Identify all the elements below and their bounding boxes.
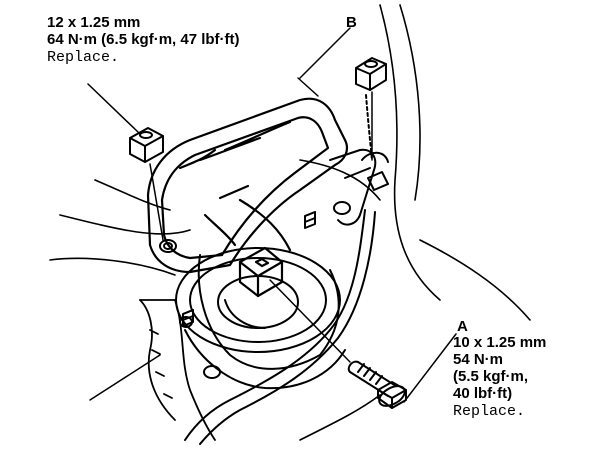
mount-nut-top-left bbox=[129, 127, 164, 163]
nut-size-label: 12 x 1.25 mm bbox=[47, 14, 141, 31]
bolt-a-torque-kgf: (5.5 kgf·m, bbox=[453, 368, 529, 385]
mount-body bbox=[175, 247, 346, 390]
bolt-a-torque-nm: 54 N·m bbox=[453, 351, 504, 368]
bolt-a-replace-note: Replace. bbox=[453, 403, 526, 420]
mount-studs bbox=[182, 211, 316, 327]
bolt-a-size-label: 10 x 1.25 mm bbox=[453, 334, 547, 351]
bracket-b-label: B bbox=[346, 14, 357, 31]
bolt-a bbox=[347, 360, 407, 409]
mount-bracket-b bbox=[146, 97, 349, 274]
center-boss bbox=[238, 246, 284, 298]
nut-replace-note: Replace. bbox=[47, 49, 120, 66]
mount-nut-top-right bbox=[355, 57, 387, 161]
leader-lines bbox=[87, 27, 457, 403]
body-panel-outline bbox=[49, 4, 531, 441]
bolt-a-letter: A bbox=[457, 318, 468, 335]
bolt-a-torque-lbf: 40 lbf·ft) bbox=[453, 385, 513, 402]
nut-torque-label: 64 N·m (6.5 kgf·m, 47 lbf·ft) bbox=[47, 31, 240, 48]
bracket-holes bbox=[159, 239, 221, 379]
side-link bbox=[184, 148, 389, 445]
